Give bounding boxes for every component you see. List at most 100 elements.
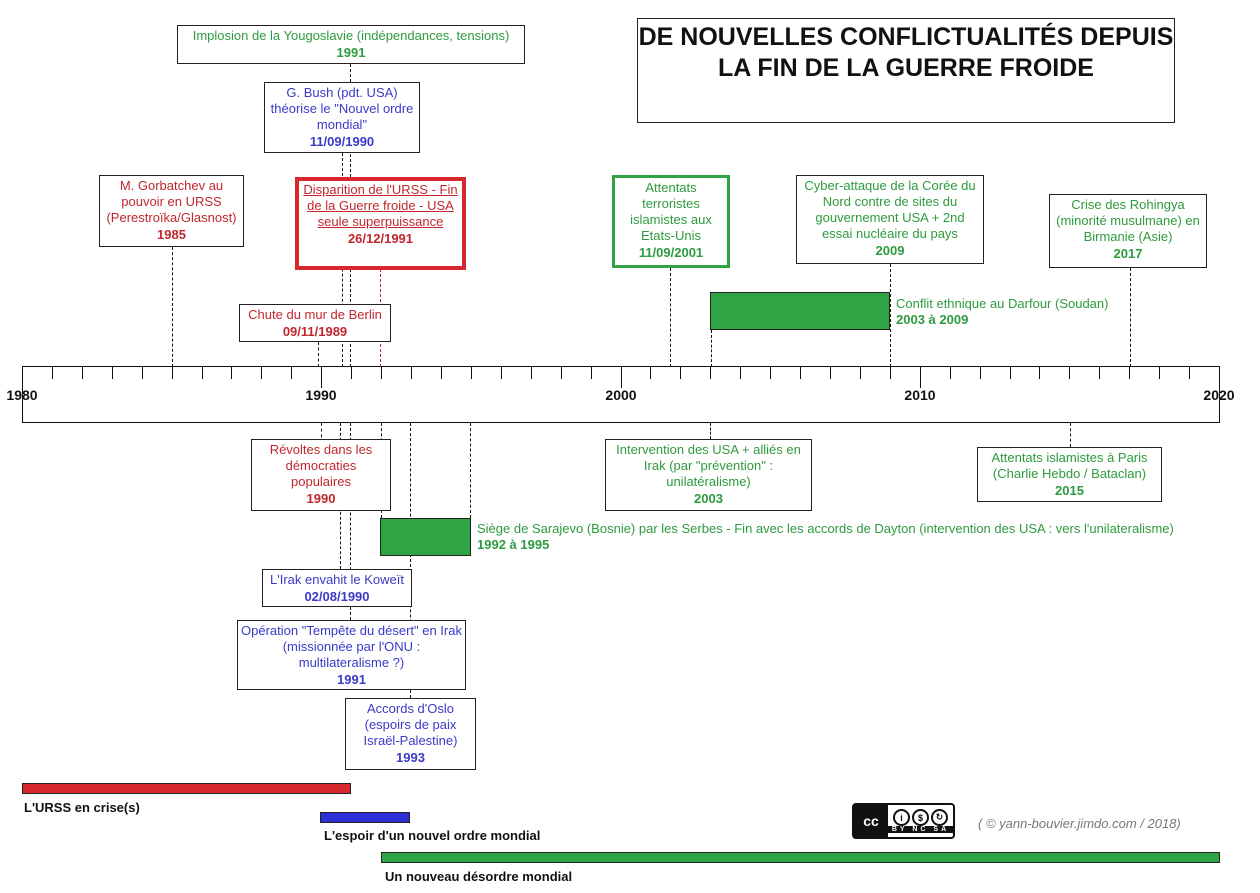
axis-tick: [321, 366, 322, 388]
event-date: 1991: [337, 672, 366, 687]
event-text: Chute du mur de Berlin: [248, 307, 382, 322]
year-label-2020: 2020: [1203, 387, 1235, 403]
event-yougoslavie: Implosion de la Yougoslavie (indépendanc…: [177, 25, 525, 64]
axis-tick: [531, 366, 532, 379]
span-text: Conflit ethnique au Darfour (Soudan): [896, 296, 1109, 311]
event-date: 26/12/1991: [347, 231, 414, 246]
event-revoltes: Révoltes dans les démocraties populaires…: [251, 439, 391, 511]
event-text: Intervention des USA + alliés en Irak (p…: [616, 442, 801, 489]
event-text: Attentats terroristes islamistes aux Eta…: [630, 180, 712, 243]
event-date: 02/08/1990: [304, 589, 370, 604]
axis-tick: [1129, 366, 1130, 379]
event-date: 1991: [336, 45, 366, 60]
axis-tick: [860, 366, 861, 379]
axis-tick: [680, 366, 681, 379]
axis-tick: [1010, 366, 1011, 379]
connector-rohingya: [1130, 268, 1131, 367]
period-bar-urss-crise: [22, 783, 351, 794]
axis-tick: [501, 366, 502, 379]
event-date: 1985: [157, 227, 186, 242]
period-label-espoir: L'espoir d'un nouvel ordre mondial: [324, 828, 541, 843]
axis-tick: [471, 366, 472, 379]
axis-tick: [591, 366, 592, 379]
event-date: 2003: [694, 491, 723, 506]
event-text: L'Irak envahit le Koweït: [270, 572, 404, 587]
axis-tick: [82, 366, 83, 379]
axis-tick: [561, 366, 562, 379]
credit-text: ( © yann-bouvier.jimdo.com / 2018): [978, 816, 1181, 831]
period-label-urss-crise: L'URSS en crise(s): [24, 800, 140, 815]
cc-text: BY NC SA: [888, 826, 953, 833]
cc-sa-icon: ↻: [931, 809, 948, 826]
cc-by-icon: i: [893, 809, 910, 826]
axis-tick: [112, 366, 113, 379]
event-text: M. Gorbatchev au pouvoir en URSS (Perest…: [106, 178, 237, 225]
event-paris: Attentats islamistes à Paris (Charlie He…: [977, 447, 1162, 502]
year-label-1980: 1980: [6, 387, 38, 403]
event-date: 09/11/1989: [282, 324, 348, 339]
connector-coree: [890, 264, 891, 367]
span-bar-sarajevo: [380, 518, 471, 556]
event-irak2003: Intervention des USA + alliés en Irak (p…: [605, 439, 812, 511]
event-attentats2001: Attentats terroristes islamistes aux Eta…: [612, 175, 730, 268]
connector-revoltes: [321, 423, 322, 443]
event-rohingya: Crise des Rohingya (minorité musulmane) …: [1049, 194, 1207, 268]
event-text: Accords d'Oslo (espoirs de paix Israël-P…: [363, 701, 458, 748]
year-label-2010: 2010: [904, 387, 936, 403]
event-date: 11/09/1990: [309, 134, 375, 149]
year-label-2000: 2000: [605, 387, 637, 403]
event-text: Crise des Rohingya (minorité musulmane) …: [1056, 197, 1200, 244]
span-text: Siège de Sarajevo (Bosnie) par les Serbe…: [477, 521, 1174, 536]
axis-tick: [980, 366, 981, 379]
event-coree: Cyber-attaque de la Corée du Nord contre…: [796, 175, 984, 264]
connector-sarajevo-end: [470, 423, 471, 518]
axis-tick: [770, 366, 771, 379]
span-bar-darfour: [710, 292, 890, 330]
event-text: Attentats islamistes à Paris (Charlie He…: [991, 450, 1148, 481]
connector-berlin: [318, 342, 319, 367]
axis-tick: [1039, 366, 1040, 379]
axis-tick: [172, 366, 173, 379]
axis-tick: [1159, 366, 1160, 379]
connector-irak2003: [710, 423, 711, 439]
axis-tick: [621, 366, 622, 388]
span-dates: 1992 à 1995: [477, 537, 550, 552]
event-text: Implosion de la Yougoslavie (indépendanc…: [192, 28, 510, 43]
axis-tick: [890, 366, 891, 379]
axis-tick: [411, 366, 412, 379]
event-text: Cyber-attaque de la Corée du Nord contre…: [804, 178, 976, 241]
connector-tempete: [350, 423, 351, 620]
axis-tick: [830, 366, 831, 379]
cc-logo-icon: cc: [854, 805, 888, 837]
year-label-1990: 1990: [305, 387, 337, 403]
axis-tick: [291, 366, 292, 379]
event-text: Disparition de l'URSS - Fin de la Guerre…: [303, 182, 458, 229]
axis-tick: [261, 366, 262, 379]
axis-tick: [740, 366, 741, 379]
axis-tick: [920, 366, 921, 388]
period-bar-espoir: [320, 812, 410, 823]
event-oslo: Accords d'Oslo (espoirs de paix Israël-P…: [345, 698, 476, 770]
axis-tick: [351, 366, 352, 379]
event-date: 11/09/2001: [638, 245, 704, 260]
axis-tick: [650, 366, 651, 379]
event-text: G. Bush (pdt. USA) théorise le "Nouvel o…: [270, 85, 414, 132]
event-date: 2015: [1055, 483, 1084, 498]
page-title: DE NOUVELLES CONFLICTUALITÉS DEPUIS LA F…: [637, 18, 1175, 123]
axis-tick: [441, 366, 442, 379]
span-sarajevo: Siège de Sarajevo (Bosnie) par les Serbe…: [477, 521, 1237, 553]
span-dates: 2003 à 2009: [896, 312, 969, 327]
event-koweit: L'Irak envahit le Koweït 02/08/1990: [262, 569, 412, 607]
axis-tick: [710, 366, 711, 379]
axis-tick: [52, 366, 53, 379]
event-date: 1993: [396, 750, 425, 765]
event-bush: G. Bush (pdt. USA) théorise le "Nouvel o…: [264, 82, 420, 153]
connector-darfour-start: [711, 330, 712, 367]
connector-gorbatchev: [172, 247, 173, 367]
event-text: Révoltes dans les démocraties populaires: [269, 442, 373, 489]
axis-tick: [1069, 366, 1070, 379]
connector-paris: [1070, 423, 1071, 447]
period-bar-desordre: [381, 852, 1220, 863]
event-date: 1990: [306, 491, 336, 506]
event-date: 2017: [1113, 246, 1143, 261]
